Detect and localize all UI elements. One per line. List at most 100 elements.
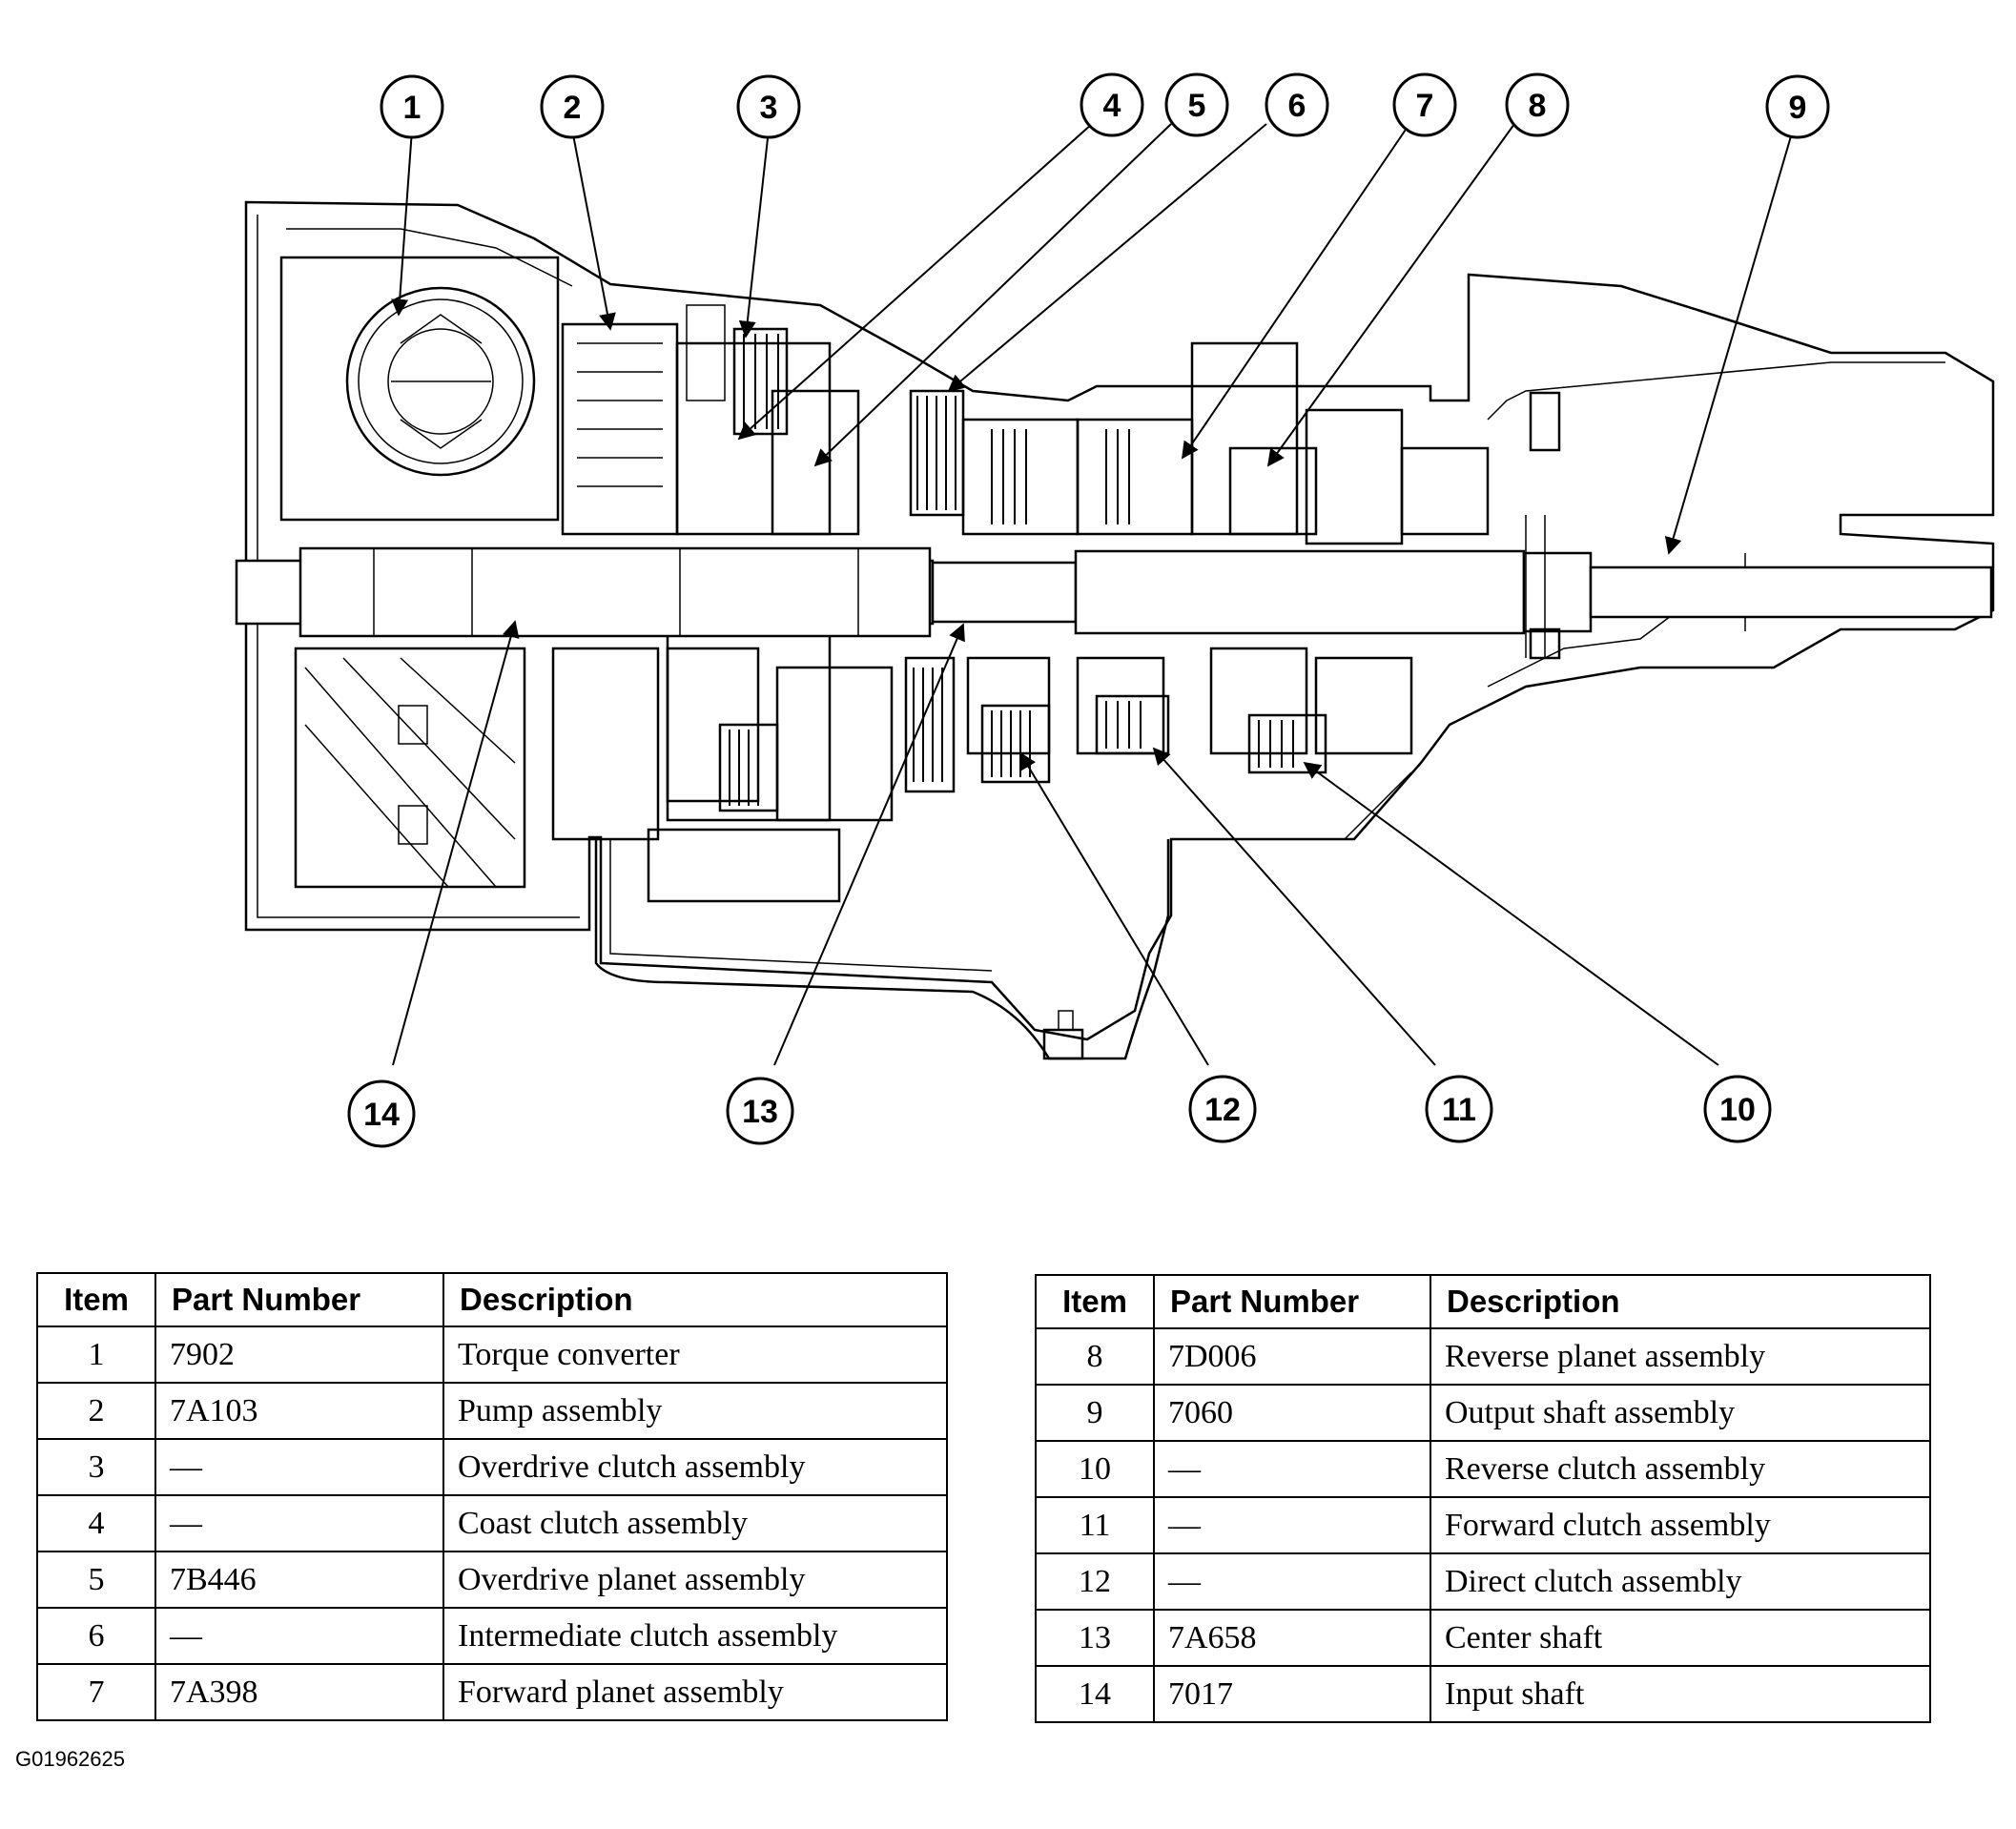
cell-description: Overdrive clutch assembly [442,1438,948,1496]
cell-item: 3 [36,1438,156,1496]
cell-description: Overdrive planet assembly [442,1551,948,1609]
svg-text:9: 9 [1789,90,1807,126]
cell-description: Input shaft [1430,1665,1931,1723]
callout-10: 10 [1703,1075,1772,1143]
cell-part-number: — [1153,1552,1431,1611]
svg-text:2: 2 [564,90,582,126]
svg-text:8: 8 [1529,88,1547,124]
cell-item: 5 [36,1551,156,1609]
table-row: 4—Coast clutch assembly [36,1494,948,1552]
header-part-number: Part Number [154,1272,444,1327]
callout-11: 11 [1425,1075,1493,1143]
figure-id: G01962625 [15,1747,125,1771]
upper-clutch-packs [732,327,1490,545]
callout-5: 5 [1164,72,1229,137]
cell-part-number: 7D006 [1153,1327,1431,1386]
svg-text:7: 7 [1416,88,1434,124]
cell-item: 10 [1035,1440,1155,1498]
cell-item: 14 [1035,1665,1155,1723]
cell-part-number: — [154,1438,444,1496]
cell-part-number: 7902 [154,1326,444,1384]
cell-item: 11 [1035,1496,1155,1554]
cell-part-number: 7060 [1153,1384,1431,1442]
table-header-row: Item Part Number Description [1035,1274,1931,1329]
cell-description: Intermediate clutch assembly [442,1607,948,1665]
cell-item: 1 [36,1326,156,1384]
cell-item: 4 [36,1494,156,1552]
cell-description: Forward clutch assembly [1430,1496,1931,1554]
transmission-cutaway-diagram: 1 2 3 4 5 6 7 8 9 10 11 12 13 14 [235,72,1995,1148]
svg-text:1: 1 [403,90,422,126]
cell-description: Output shaft assembly [1430,1384,1931,1442]
callout-4: 4 [1080,72,1144,137]
header-description: Description [1430,1274,1931,1329]
cell-part-number: 7A398 [154,1663,444,1721]
cell-description: Reverse clutch assembly [1430,1440,1931,1498]
svg-text:6: 6 [1288,88,1306,124]
cell-description: Coast clutch assembly [442,1494,948,1552]
cell-item: 6 [36,1607,156,1665]
cell-item: 13 [1035,1609,1155,1667]
svg-text:12: 12 [1204,1092,1241,1128]
svg-text:4: 4 [1103,88,1121,124]
cell-description: Direct clutch assembly [1430,1552,1931,1611]
svg-text:5: 5 [1188,88,1206,124]
callout-13: 13 [726,1077,794,1145]
callout-7: 7 [1392,72,1457,137]
cell-item: 2 [36,1382,156,1440]
cell-description: Torque converter [442,1326,948,1384]
cell-description: Reverse planet assembly [1430,1327,1931,1386]
oil-pan-drawing [594,828,1170,1060]
cell-part-number: — [154,1494,444,1552]
callout-3: 3 [736,74,801,139]
cell-item: 9 [1035,1384,1155,1442]
cell-part-number: — [1153,1440,1431,1498]
cell-part-number: — [1153,1496,1431,1554]
cell-part-number: 7A103 [154,1382,444,1440]
table-row: 6—Intermediate clutch assembly [36,1607,948,1665]
leader-lines [391,123,1794,1066]
header-item: Item [36,1272,156,1327]
cell-part-number: 7B446 [154,1551,444,1609]
cell-item: 12 [1035,1552,1155,1611]
callout-12: 12 [1188,1075,1257,1143]
cell-item: 7 [36,1663,156,1721]
header-item: Item [1035,1274,1155,1329]
table-row: 3—Overdrive clutch assembly [36,1438,948,1496]
callout-8: 8 [1505,72,1570,137]
table-row: 12—Direct clutch assembly [1035,1552,1931,1611]
header-part-number: Part Number [1153,1274,1431,1329]
cell-description: Forward planet assembly [442,1663,948,1721]
cell-item: 8 [1035,1327,1155,1386]
svg-text:3: 3 [760,90,778,126]
svg-text:10: 10 [1719,1092,1756,1128]
table-row: 11—Forward clutch assembly [1035,1496,1931,1554]
svg-text:13: 13 [742,1094,778,1130]
torque-converter-drawing [279,256,560,889]
header-description: Description [442,1272,948,1327]
callout-6: 6 [1265,72,1329,137]
cell-part-number: 7A658 [1153,1609,1431,1667]
callout-2: 2 [540,74,605,139]
cell-description: Center shaft [1430,1609,1931,1667]
callout-9: 9 [1765,74,1830,139]
table-row: 10—Reverse clutch assembly [1035,1440,1931,1498]
cell-description: Pump assembly [442,1382,948,1440]
callout-1: 1 [380,74,444,139]
main-shaft-drawing [235,391,1993,660]
lower-clutch-packs [666,647,1413,822]
table-header-row: Item Part Number Description [36,1272,948,1327]
svg-text:14: 14 [363,1097,400,1133]
svg-text:11: 11 [1442,1092,1476,1128]
cell-part-number: 7017 [1153,1665,1431,1723]
